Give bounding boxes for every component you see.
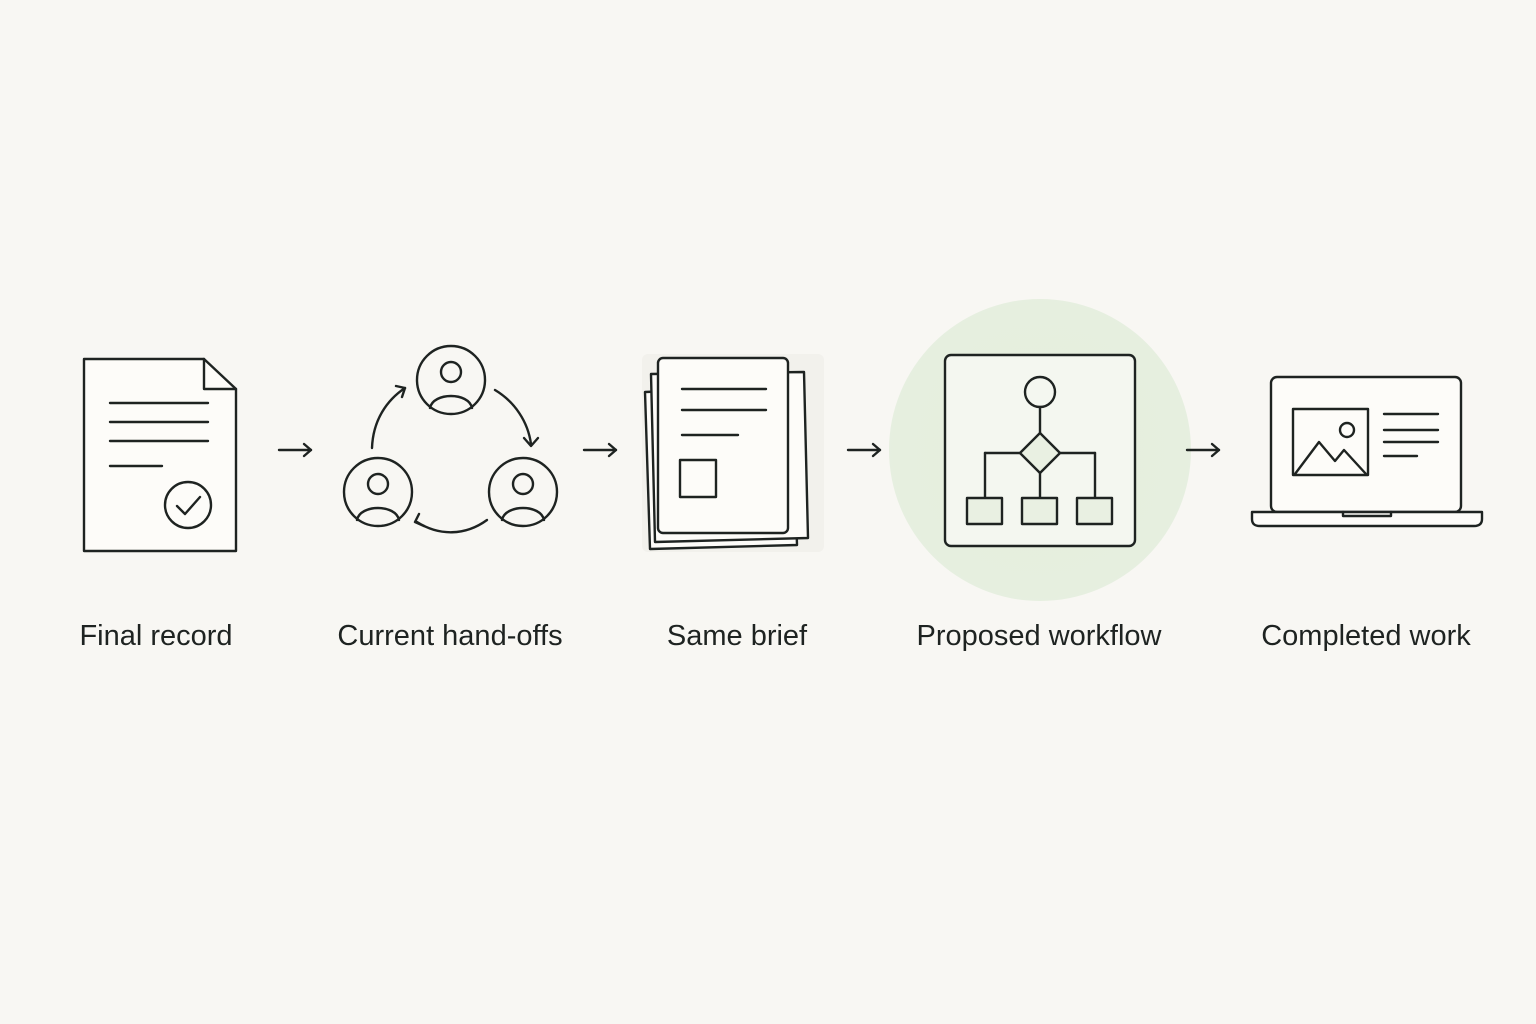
step-label-current-hand-offs: Current hand-offs	[337, 620, 563, 652]
arrow-right-icon	[277, 442, 313, 458]
laptop-icon	[1249, 374, 1485, 530]
arrow-right-icon	[582, 442, 618, 458]
step-label-completed-work: Completed work	[1261, 620, 1471, 652]
arrow-right-icon	[846, 442, 882, 458]
flowchart-icon	[942, 352, 1138, 549]
person-top-icon	[417, 346, 485, 414]
arrow-right-icon	[1185, 442, 1221, 458]
document-check-icon	[80, 355, 240, 555]
step-label-proposed-workflow: Proposed workflow	[916, 620, 1162, 652]
step-label-same-brief: Same brief	[666, 620, 808, 652]
person-left-icon	[344, 458, 412, 526]
person-right-icon	[489, 458, 557, 526]
people-cycle-icon	[335, 340, 565, 535]
stacked-documents-icon	[642, 354, 824, 552]
step-label-final-record: Final record	[79, 620, 233, 652]
